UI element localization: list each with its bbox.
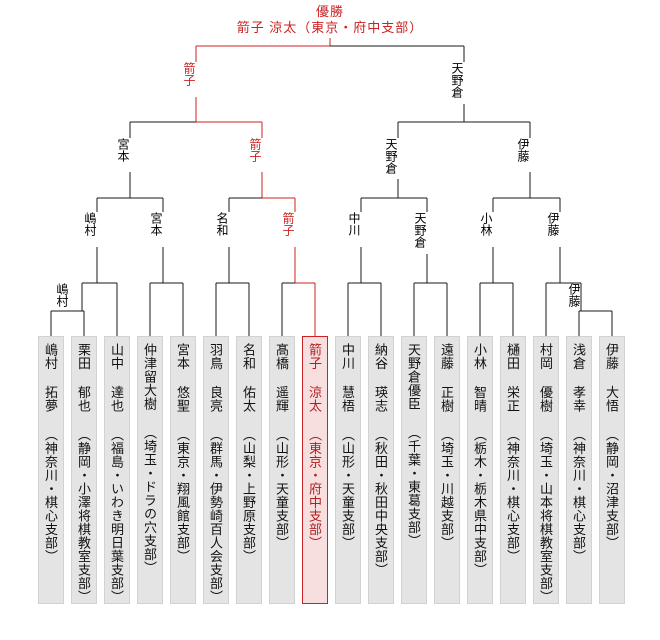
player-name: 髙橋 遥輝: [274, 343, 289, 413]
player-card-champion[interactable]: 箭子 涼太 （東京・府中支部）: [302, 336, 328, 604]
player-card[interactable]: 名和 佑太 （山梨・上野原支部）: [236, 336, 262, 604]
quarterfinal-slot-8: 伊藤: [546, 212, 560, 236]
champion-caption: 優勝 箭子 涼太（東京・府中支部）: [0, 4, 660, 36]
player-affiliation: （秋田・秋田中央支部）: [373, 428, 388, 577]
quarterfinal-slot-1: 嶋村: [83, 212, 97, 236]
quarterfinal-slot-7: 小林: [479, 212, 493, 236]
preliminary-slot-left: 嶋村: [55, 283, 69, 307]
player-affiliation: （東京・翔風館支部）: [175, 428, 190, 563]
player-card[interactable]: 山中 達也 （福島・いわき明日葉支部）: [104, 336, 130, 604]
player-name: 小林 智晴: [472, 343, 487, 413]
player-name: 仲津留大樹: [142, 343, 157, 411]
player-card[interactable]: 嶋村 拓夢 （神奈川・棋心支部）: [38, 336, 64, 604]
player-affiliation: （神奈川・棋心支部）: [571, 428, 586, 563]
player-affiliation: （群馬・伊勢崎百人会支部）: [208, 428, 223, 604]
player-name: 遠藤 正樹: [439, 343, 454, 413]
quarterfinal-slot-6: 天野倉: [413, 212, 427, 248]
player-affiliation: （静岡・沼津支部）: [604, 428, 619, 550]
semifinal-slot-4: 伊藤: [516, 138, 530, 162]
player-name: 羽鳥 良亮: [208, 343, 223, 413]
player-affiliation: （山形・天童支部）: [274, 428, 289, 550]
semifinal-slot-1: 宮本: [116, 138, 130, 162]
final-slot-right: 天野倉: [450, 62, 464, 98]
player-name: 納谷 瑛志: [373, 343, 388, 413]
player-affiliation: （福島・いわき明日葉支部）: [109, 428, 124, 604]
preliminary-slot-right: 伊藤: [567, 283, 581, 307]
quarterfinal-slot-4: 箭子: [281, 212, 295, 236]
player-name: 浅倉 孝幸: [571, 343, 586, 413]
player-affiliation: （静岡・小澤将棋教室支部）: [76, 428, 91, 604]
quarterfinal-slot-3: 名和: [215, 212, 229, 236]
player-affiliation: （神奈川・棋心支部）: [43, 428, 58, 563]
player-card[interactable]: 遠藤 正樹 （埼玉・川越支部）: [434, 336, 460, 604]
player-card[interactable]: 樋田 栄正 （神奈川・棋心支部）: [500, 336, 526, 604]
player-card[interactable]: 天野倉優臣 （千葉・東葛支部）: [401, 336, 427, 604]
player-affiliation: （埼玉・川越支部）: [439, 428, 454, 550]
player-affiliation: （千葉・東葛支部）: [406, 426, 421, 548]
player-card[interactable]: 伊藤 大悟 （静岡・沼津支部）: [599, 336, 625, 604]
player-name: 村岡 優樹: [538, 343, 553, 413]
player-name: 中川 慧梧: [340, 343, 355, 413]
player-card[interactable]: 中川 慧梧 （山形・天童支部）: [335, 336, 361, 604]
player-name: 箭子 涼太: [307, 343, 322, 413]
player-affiliation: （山梨・上野原支部）: [241, 428, 256, 563]
champion-title: 優勝: [315, 4, 344, 19]
player-name: 天野倉優臣: [406, 343, 421, 411]
player-name: 宮本 悠聖: [175, 343, 190, 413]
player-card[interactable]: 宮本 悠聖 （東京・翔風館支部）: [170, 336, 196, 604]
player-card[interactable]: 羽鳥 良亮 （群馬・伊勢崎百人会支部）: [203, 336, 229, 604]
player-affiliation: （神奈川・棋心支部）: [505, 428, 520, 563]
champion-name: 箭子 涼太（東京・府中支部）: [236, 20, 424, 35]
player-card[interactable]: 浅倉 孝幸 （神奈川・棋心支部）: [566, 336, 592, 604]
player-affiliation: （山形・天童支部）: [340, 428, 355, 550]
semifinal-slot-3: 天野倉: [384, 138, 398, 174]
player-name: 樋田 栄正: [505, 343, 520, 413]
player-affiliation: （栃木・栃木県中支部）: [472, 428, 487, 577]
player-name: 名和 佑太: [241, 343, 256, 413]
player-name: 嶋村 拓夢: [43, 343, 58, 413]
player-card[interactable]: 栗田 郁也 （静岡・小澤将棋教室支部）: [71, 336, 97, 604]
quarterfinal-slot-2: 宮本: [149, 212, 163, 236]
semifinal-slot-2: 箭子: [248, 138, 262, 162]
final-slot-left: 箭子: [182, 62, 196, 86]
player-name: 栗田 郁也: [76, 343, 91, 413]
player-card[interactable]: 村岡 優樹 （埼玉・山本将棋教室支部）: [533, 336, 559, 604]
player-affiliation: （東京・府中支部）: [307, 428, 322, 550]
player-affiliation: （埼玉・ドラの穴支部）: [142, 426, 157, 575]
player-card[interactable]: 仲津留大樹 （埼玉・ドラの穴支部）: [137, 336, 163, 604]
player-card[interactable]: 髙橋 遥輝 （山形・天童支部）: [269, 336, 295, 604]
player-name: 伊藤 大悟: [604, 343, 619, 413]
player-card[interactable]: 納谷 瑛志 （秋田・秋田中央支部）: [368, 336, 394, 604]
quarterfinal-slot-5: 中川: [347, 212, 361, 236]
player-name: 山中 達也: [109, 343, 124, 413]
player-affiliation: （埼玉・山本将棋教室支部）: [538, 428, 553, 604]
player-card[interactable]: 小林 智晴 （栃木・栃木県中支部）: [467, 336, 493, 604]
